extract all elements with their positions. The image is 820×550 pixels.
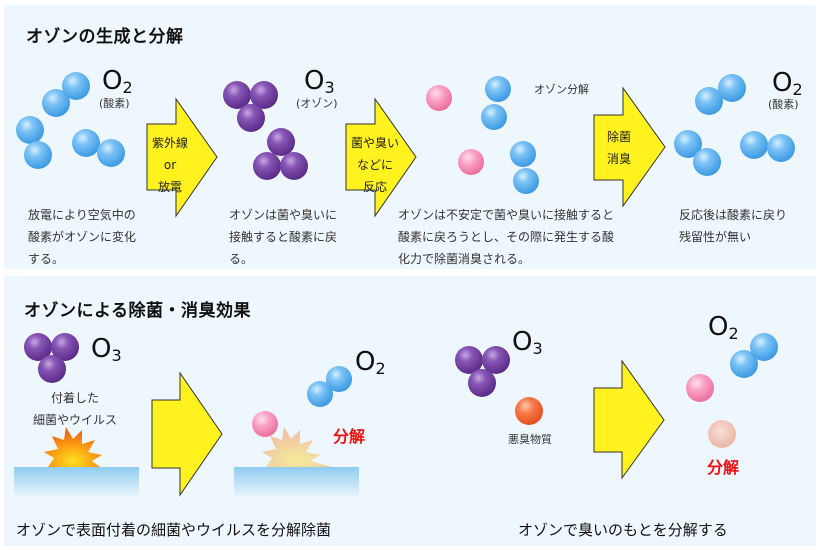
o3-molecule bbox=[455, 346, 510, 397]
reacted-atom bbox=[686, 374, 714, 402]
o3-name: (オゾン) bbox=[296, 97, 338, 110]
reacted-atom bbox=[458, 149, 484, 175]
ozone-atom bbox=[223, 81, 251, 109]
odor-label: 悪臭物質 bbox=[508, 433, 552, 446]
oxygen-atom bbox=[24, 141, 52, 169]
o2-molecule bbox=[42, 72, 90, 117]
decomposed-label-right: 分解 bbox=[707, 458, 740, 477]
o2-molecule bbox=[481, 76, 511, 130]
ozone-atom bbox=[250, 81, 278, 109]
o3-molecule bbox=[24, 333, 79, 383]
ozone-atom bbox=[51, 333, 79, 361]
decomposed-odor-molecule bbox=[708, 420, 736, 448]
o2-molecule bbox=[307, 366, 352, 407]
oxygen-atom bbox=[510, 141, 536, 167]
decomposed-bacteria-icon bbox=[262, 427, 332, 467]
o2-name-result: (酸素) bbox=[768, 98, 799, 111]
bacteria-label: 付着した 細菌やウイルス bbox=[32, 391, 117, 427]
odor-molecule bbox=[515, 397, 543, 425]
oxygen-atom bbox=[740, 131, 768, 159]
o3-formula-right: O3 bbox=[512, 327, 543, 358]
ozone-atom bbox=[468, 369, 496, 397]
ozone-atom bbox=[482, 346, 510, 374]
arrow-surface bbox=[151, 371, 223, 497]
oxygen-atom bbox=[693, 148, 721, 176]
ozone-decomposition-label: オゾン分解 bbox=[534, 83, 589, 96]
o2-formula-initial: O2 bbox=[102, 66, 133, 97]
oxygen-atom bbox=[16, 116, 44, 144]
arrow-2-label: 菌や臭い などに 反応 bbox=[350, 136, 399, 194]
o3-formula: O3 bbox=[304, 66, 335, 97]
arrow-odor bbox=[593, 359, 665, 480]
oxygen-atom bbox=[674, 130, 702, 158]
oxygen-atom bbox=[97, 139, 125, 167]
surface-before bbox=[14, 467, 139, 497]
o2-molecule bbox=[16, 116, 52, 169]
ozone-atom bbox=[280, 152, 308, 180]
o3-molecule bbox=[223, 81, 278, 132]
arrow-2 bbox=[345, 97, 417, 218]
caption-odor: オゾンで臭いのもとを分解する bbox=[518, 521, 728, 539]
oxygen-atom bbox=[42, 89, 70, 117]
oxygen-atom bbox=[481, 104, 507, 130]
oxygen-atom bbox=[718, 74, 746, 102]
reacted-atom bbox=[252, 411, 278, 437]
o2-formula-left: O2 bbox=[355, 347, 386, 378]
description-generation: 放電により空気中の 酸素がオゾンに変化 する。 bbox=[28, 208, 137, 266]
ozone-atom bbox=[237, 104, 265, 132]
o2-name-initial: (酸素) bbox=[99, 97, 130, 110]
o2-molecule bbox=[740, 131, 795, 162]
description-decomposition: オゾンは不安定で菌や臭いに接触すると 酸素に戻ろうとし、その際に発生する酸 化力… bbox=[398, 208, 615, 266]
section-title-generation: オゾンの生成と分解 bbox=[26, 27, 184, 47]
oxygen-atom bbox=[695, 87, 723, 115]
surface-after bbox=[234, 467, 359, 497]
bacteria-burst-icon bbox=[44, 427, 102, 467]
ozone-atom bbox=[455, 346, 483, 374]
oxygen-atom bbox=[72, 129, 100, 157]
oxygen-atom bbox=[767, 134, 795, 162]
o2-molecule bbox=[674, 130, 721, 176]
ozone-atom bbox=[253, 152, 281, 180]
oxygen-atom bbox=[326, 366, 352, 392]
description-result: 反応後は酸素に戻り 残留性が無い bbox=[679, 208, 788, 244]
arrow-1-label: 紫外線 or 放電 bbox=[151, 136, 188, 194]
oxygen-atom bbox=[513, 168, 539, 194]
o2-formula-result: O2 bbox=[772, 68, 803, 99]
sterilization-deodorization-panel bbox=[4, 276, 816, 546]
o2-molecule bbox=[510, 141, 539, 194]
decomposed-label-left: 分解 bbox=[333, 427, 366, 446]
o3-formula-left: O3 bbox=[91, 334, 122, 365]
arrow-3 bbox=[593, 86, 666, 208]
description-reaction: オゾンは菌や臭いに 接触すると酸素に戻 る。 bbox=[229, 208, 338, 266]
o2-molecule bbox=[730, 333, 778, 378]
o3-molecule bbox=[253, 128, 308, 180]
o2-molecule bbox=[72, 129, 125, 167]
o2-molecule bbox=[695, 74, 746, 115]
o2-formula-right: O2 bbox=[708, 312, 739, 343]
oxygen-atom bbox=[485, 76, 511, 102]
caption-surface: オゾンで表面付着の細菌やウイルスを分解除菌 bbox=[16, 521, 332, 539]
arrow-1 bbox=[146, 97, 218, 218]
arrow-3-label: 除菌 消臭 bbox=[606, 130, 631, 166]
section-title-effects: オゾンによる除菌・消臭効果 bbox=[24, 301, 251, 321]
oxygen-atom bbox=[307, 381, 333, 407]
ozone-atom bbox=[38, 355, 66, 383]
oxygen-atom bbox=[730, 350, 758, 378]
reacted-atom bbox=[426, 85, 452, 111]
oxygen-atom bbox=[62, 72, 90, 100]
ozone-atom bbox=[24, 333, 52, 361]
oxygen-atom bbox=[750, 333, 778, 361]
ozone-atom bbox=[267, 128, 295, 156]
